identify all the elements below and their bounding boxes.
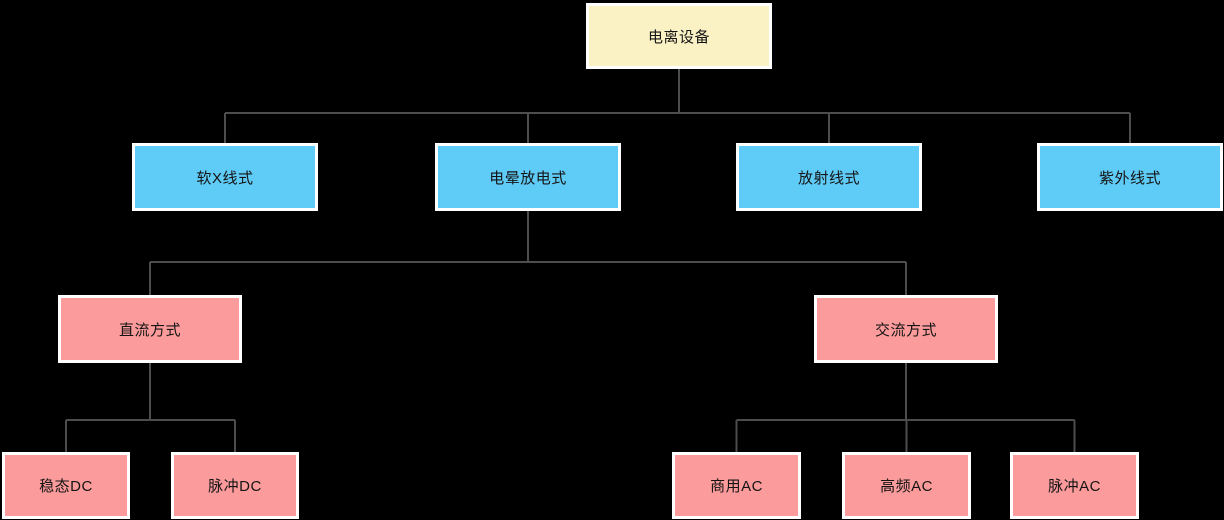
node-label: 商用AC <box>710 478 763 495</box>
node-label: 高频AC <box>880 478 933 495</box>
node-uv: 紫外线式 <box>1037 143 1223 211</box>
node-steady-dc: 稳态DC <box>2 452 130 519</box>
node-label: 放射线式 <box>797 169 860 187</box>
node-label: 电离设备 <box>647 28 710 46</box>
node-label: 直流方式 <box>118 321 181 339</box>
node-pulse-dc: 脉冲DC <box>171 452 299 519</box>
node-label: 电晕放电式 <box>489 169 567 187</box>
node-label: 交流方式 <box>874 321 937 339</box>
node-soft-xray: 软X线式 <box>132 143 318 211</box>
node-radiation: 放射线式 <box>736 143 922 211</box>
node-corona: 电晕放电式 <box>435 143 621 211</box>
node-label: 紫外线式 <box>1098 169 1161 187</box>
connector-path <box>65 69 1131 452</box>
node-root: 电离设备 <box>586 3 772 69</box>
node-label: 软X线式 <box>196 169 254 187</box>
node-hf-ac: 高频AC <box>842 452 971 519</box>
node-label: 稳态DC <box>39 478 93 495</box>
node-label: 脉冲DC <box>208 478 262 495</box>
node-dc: 直流方式 <box>58 295 242 363</box>
node-commercial-ac: 商用AC <box>672 452 801 519</box>
node-ac: 交流方式 <box>814 295 998 363</box>
node-pulse-ac: 脉冲AC <box>1010 452 1139 519</box>
node-label: 脉冲AC <box>1048 478 1101 495</box>
